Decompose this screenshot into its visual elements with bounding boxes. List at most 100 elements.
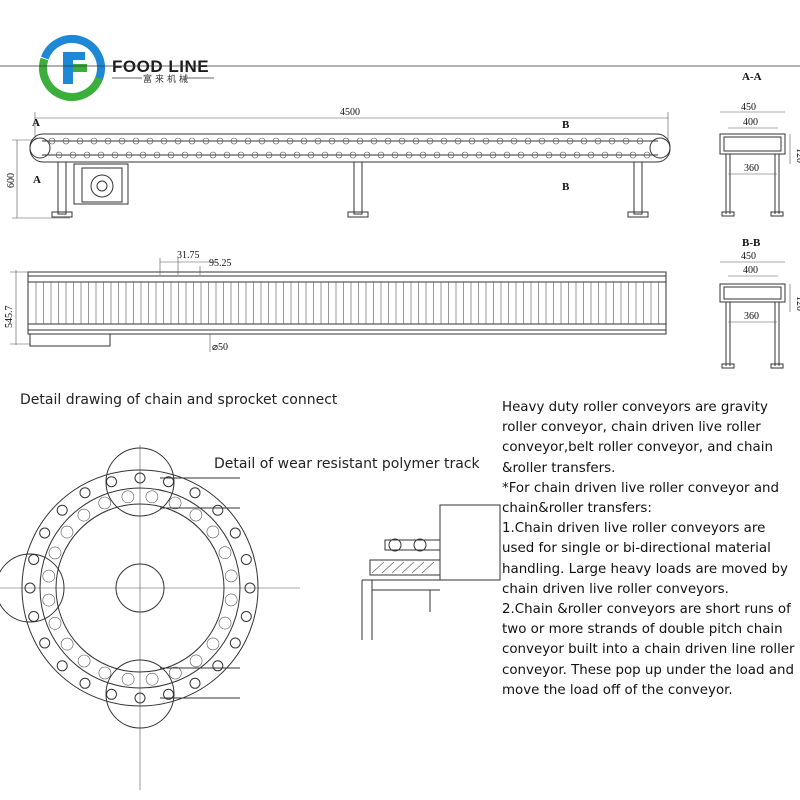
sprocket-tooth — [206, 525, 220, 539]
sprocket-tooth — [60, 637, 74, 651]
side-chain-roller — [258, 137, 266, 145]
chain-link-pin — [39, 637, 51, 649]
section-b-b-view: B-B 450 400 120 360 — [719, 237, 800, 369]
side-chain-roller — [552, 137, 560, 145]
section-bb-label: B-B — [742, 237, 761, 249]
brand-subtitle: 富来机械 — [143, 73, 191, 85]
sprocket-tooth — [189, 508, 203, 522]
side-chain-roller — [468, 137, 476, 145]
chain-link-pin — [56, 660, 68, 672]
dim-total-length: 4500 — [340, 107, 360, 118]
side-chain-roller — [146, 137, 154, 145]
side-chain-roller — [307, 151, 315, 159]
caption-chain-sprocket: Detail drawing of chain and sprocket con… — [20, 392, 338, 408]
side-chain-roller — [188, 137, 196, 145]
side-chain-roller — [83, 151, 91, 159]
side-chain-roller — [419, 151, 427, 159]
side-chain-roller — [90, 137, 98, 145]
side-chain-roller — [384, 137, 392, 145]
chain-link-pin — [229, 637, 241, 649]
chain-link-pin — [24, 582, 36, 594]
side-chain-roller — [349, 151, 357, 159]
bb-dim-side: 120 — [794, 296, 800, 311]
sprocket-tooth — [42, 593, 56, 607]
side-chain-roller — [104, 137, 112, 145]
side-chain-roller — [482, 137, 490, 145]
side-chain-roller — [251, 151, 259, 159]
side-chain-roller — [132, 137, 140, 145]
side-chain-roller — [125, 151, 133, 159]
side-chain-roller — [363, 151, 371, 159]
sprocket-tooth — [98, 666, 112, 680]
side-chain-roller — [608, 137, 616, 145]
side-chain-roller — [111, 151, 119, 159]
side-chain-roller — [335, 151, 343, 159]
side-chain-roller — [377, 151, 385, 159]
side-chain-roller — [174, 137, 182, 145]
sprocket-tooth — [218, 616, 232, 630]
chain-link-pin — [28, 611, 40, 622]
dim-height: 600 — [6, 173, 17, 188]
chain-link-pin — [106, 688, 117, 700]
side-chain-roller — [489, 151, 497, 159]
side-chain-roller — [356, 137, 364, 145]
side-chain-roller — [636, 137, 644, 145]
side-chain-roller — [153, 151, 161, 159]
polymer-track-detail — [361, 504, 501, 640]
description-paragraph-3: 1.Chain driven live roller conveyors are… — [502, 521, 788, 597]
sprocket-tooth — [218, 546, 232, 560]
description-paragraph-1: Heavy duty roller conveyors are gravity … — [502, 400, 773, 476]
side-chain-roller — [244, 137, 252, 145]
side-chain-roller — [237, 151, 245, 159]
side-chain-roller — [496, 137, 504, 145]
side-chain-roller — [398, 137, 406, 145]
side-chain-roller — [230, 137, 238, 145]
side-chain-roller — [62, 137, 70, 145]
sprocket-tooth — [48, 546, 62, 560]
sprocket-tooth — [145, 672, 159, 686]
chain-sprocket-detail — [0, 445, 300, 790]
description-paragraph-2: *For chain driven live roller conveyor a… — [502, 480, 780, 517]
sprocket-tooth — [60, 525, 74, 539]
sprocket-tooth — [189, 654, 203, 668]
side-chain-roller — [601, 151, 609, 159]
product-description: Heavy duty roller conveyors are gravity … — [502, 398, 798, 701]
side-chain-roller — [328, 137, 336, 145]
side-chain-roller — [580, 137, 588, 145]
bb-dim-inner: 400 — [743, 265, 758, 276]
side-chain-roller — [342, 137, 350, 145]
side-chain-roller — [559, 151, 567, 159]
side-chain-roller — [118, 137, 126, 145]
side-chain-roller — [587, 151, 595, 159]
bb-dim-base: 360 — [744, 311, 759, 322]
section-marker-a-top: A — [32, 117, 40, 129]
side-chain-roller — [461, 151, 469, 159]
plan-view: 31.75 95.25 545.7 ⌀50 — [4, 250, 667, 353]
side-chain-roller — [573, 151, 581, 159]
side-chain-roller — [265, 151, 273, 159]
side-chain-roller — [412, 137, 420, 145]
side-chain-roller — [475, 151, 483, 159]
side-chain-roller — [216, 137, 224, 145]
side-chain-roller — [167, 151, 175, 159]
side-chain-roller — [433, 151, 441, 159]
side-chain-roller — [314, 137, 322, 145]
food-line-logo: FOOD LINE 富来机械 — [39, 35, 214, 101]
chain-link-pin — [212, 504, 224, 516]
chain-link-pin — [106, 476, 117, 488]
chain-link-pin — [189, 677, 201, 689]
side-chain-roller — [286, 137, 294, 145]
chain-link-pin — [163, 476, 174, 488]
side-chain-roller — [293, 151, 301, 159]
bb-dim-outer: 450 — [741, 251, 756, 262]
side-chain-roller — [545, 151, 553, 159]
chain-link-pin — [163, 688, 174, 700]
caption-polymer-track: Detail of wear resistant polymer track — [214, 456, 480, 472]
side-chain-roller — [405, 151, 413, 159]
side-chain-roller — [160, 137, 168, 145]
chain-link-pin — [212, 660, 224, 672]
sprocket-tooth — [42, 569, 56, 583]
side-chain-roller — [300, 137, 308, 145]
side-chain-roller — [622, 137, 630, 145]
chain-link-pin — [134, 692, 146, 704]
